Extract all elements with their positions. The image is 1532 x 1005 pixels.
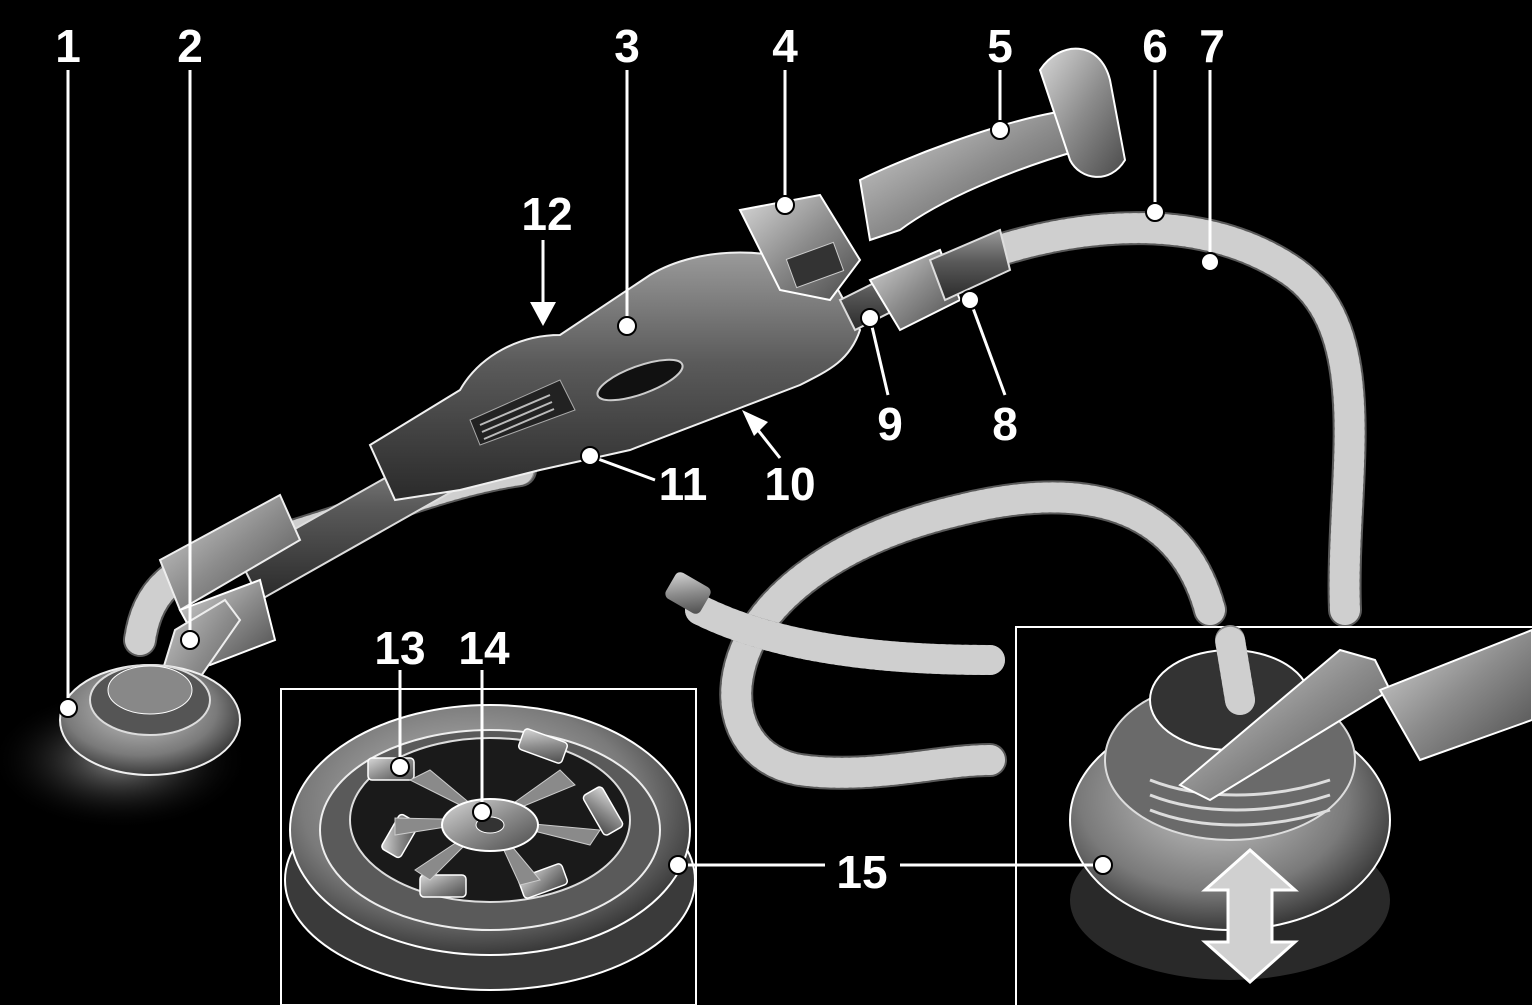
callout-2: 2 xyxy=(177,20,203,72)
callout-13: 13 xyxy=(374,622,425,674)
callout-12: 12 xyxy=(521,188,572,240)
callout-1: 1 xyxy=(55,20,81,72)
callout-8: 8 xyxy=(992,398,1018,450)
callout-5: 5 xyxy=(987,20,1013,72)
callout-4: 4 xyxy=(772,20,798,72)
callout-6: 6 xyxy=(1142,20,1168,72)
callout-9: 9 xyxy=(877,398,903,450)
callout-3: 3 xyxy=(614,20,640,72)
callout-7: 7 xyxy=(1199,20,1225,72)
callout-labels: 1 2 3 4 5 6 7 8 9 10 11 12 13 14 15 xyxy=(55,20,1225,898)
sander-machine xyxy=(0,47,1127,830)
suction-hose xyxy=(665,211,1367,790)
height-adjust-arrow-icon xyxy=(1201,847,1299,985)
callout-10: 10 xyxy=(764,458,815,510)
callout-14: 14 xyxy=(458,622,510,674)
leader-lines xyxy=(66,70,1212,867)
callout-11: 11 xyxy=(659,458,708,510)
inset-sanding-disc xyxy=(280,688,697,1005)
callout-dots xyxy=(58,120,1220,875)
callout-15: 15 xyxy=(836,846,887,898)
hose-end-fitting xyxy=(665,572,711,614)
inset-sanding-head xyxy=(1015,625,1532,1005)
